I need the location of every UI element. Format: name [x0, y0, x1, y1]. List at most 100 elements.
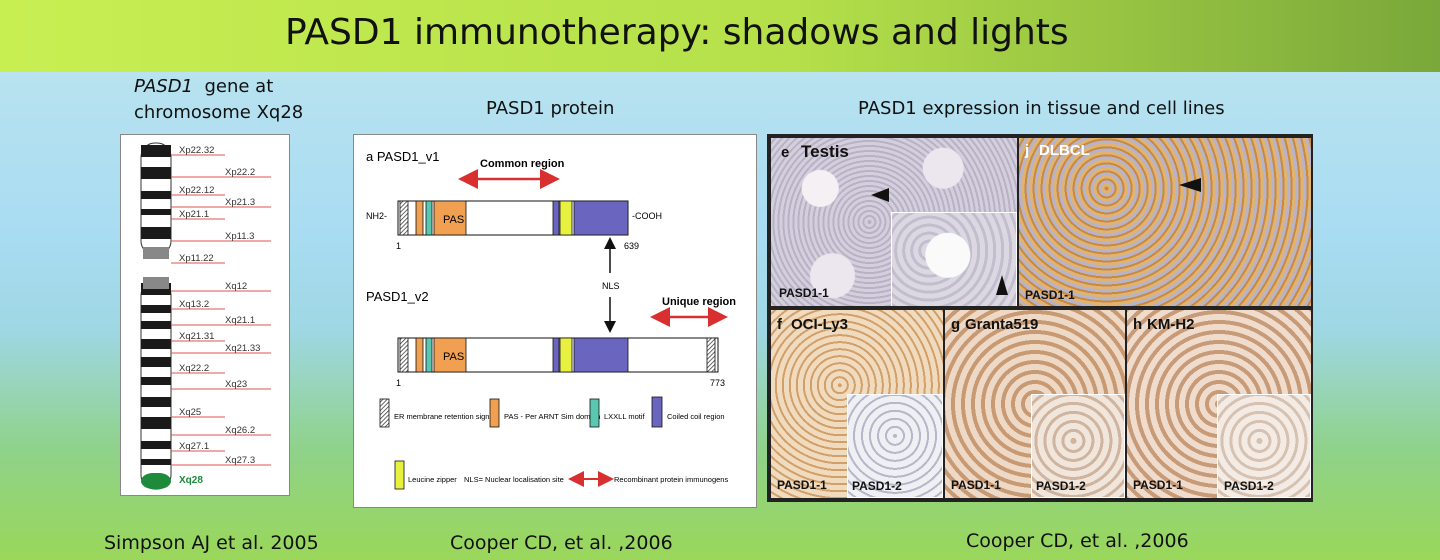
legend-pas: PAS - Per ARNT Sim domain — [504, 412, 600, 421]
v1-pas-label: PAS — [443, 214, 464, 226]
v1-er-signal — [399, 200, 409, 236]
legend-leucine: Leucine zipper — [408, 475, 457, 484]
tile-dlbcl-name: DLBCL — [1039, 142, 1090, 159]
band-label: Xq21.1 — [225, 315, 255, 326]
v2-pas-small — [415, 337, 424, 373]
caption-chromosome: PASD1 gene at chromosome Xq28 — [134, 74, 303, 126]
chromosome-dark-band — [141, 441, 171, 449]
chromosome-dark-band — [141, 321, 171, 329]
tile-granta519-inset: PASD1-2 — [1031, 394, 1125, 498]
chromosome-dark-band — [141, 305, 171, 313]
tile-granta519-name: Granta519 — [965, 316, 1039, 333]
legend-er-swatch — [379, 398, 390, 428]
band-label: Xq26.2 — [225, 425, 255, 436]
v1-coiled-coil — [573, 200, 629, 236]
tile-km-h2-inset: PASD1-2 — [1217, 394, 1311, 498]
chromosome-highlight-band — [141, 473, 171, 489]
v1-pas-domain — [433, 200, 467, 236]
band-label: Xq21.33 — [225, 343, 260, 354]
band-label: Xq12 — [225, 281, 247, 292]
v2-er-signal-start — [399, 337, 409, 373]
caption-chromosome-line2: chromosome Xq28 — [134, 102, 304, 123]
caption-gene-at: gene at — [204, 76, 274, 97]
tile-dlbcl-antibody: PASD1-1 — [1025, 288, 1075, 302]
reference-cooper-expression: Cooper CD, et al. ,2006 — [966, 530, 1189, 552]
v1-cooh-label: -COOH — [632, 211, 662, 221]
v2-end: 773 — [710, 378, 725, 388]
tile-oci-ly3-inset: PASD1-2 — [847, 394, 943, 498]
band-label: Xp22.12 — [179, 185, 214, 196]
tile-testis-letter: e — [781, 144, 790, 161]
v2-lxxll-motif — [425, 337, 433, 373]
chromosome-dark-band — [141, 191, 171, 199]
v1-coiled-small — [552, 200, 560, 236]
chromosome-dark-band — [141, 145, 171, 157]
reference-simpson: Simpson AJ et al. 2005 — [104, 532, 319, 554]
tile-testis-inset-arrowhead — [996, 275, 1008, 295]
protein-v2-label: PASD1_v2 — [366, 289, 429, 304]
protein-diagram: a PASD1_v1 Common region NH2- PAS -COOH … — [366, 149, 736, 490]
v1-leucine-zipper — [559, 200, 573, 236]
centromere-upper — [143, 247, 169, 259]
tile-testis-antibody: PASD1-1 — [779, 286, 829, 300]
tile-km-h2-letter: h — [1133, 316, 1143, 333]
band-label: Xp21.1 — [179, 209, 209, 220]
tile-km-h2-antibody: PASD1-1 — [1133, 478, 1183, 492]
tile-dlbcl: j DLBCL PASD1-1 — [1019, 138, 1311, 306]
v2-pas-label: PAS — [443, 351, 464, 363]
title-bar — [0, 0, 1440, 72]
chromosome-dark-band — [141, 397, 171, 407]
v1-lxxll-motif — [425, 200, 433, 236]
band-label: Xq21.31 — [179, 331, 214, 342]
v2-coiled-coil — [573, 337, 629, 373]
band-label: Xq27.3 — [225, 455, 255, 466]
legend-er: ER membrane retention signal — [394, 412, 496, 421]
band-label: Xp22.2 — [225, 167, 255, 178]
nls-label: NLS — [602, 281, 620, 291]
chromosome-dark-band — [141, 459, 171, 465]
band-label: Xq27.1 — [179, 441, 209, 452]
chromosome-dark-band — [141, 167, 171, 179]
tile-km-h2: h KM-H2 PASD1-1 PASD1-2 — [1127, 310, 1311, 498]
tile-oci-ly3-name: OCI-Ly3 — [791, 316, 848, 333]
v1-end: 639 — [624, 241, 639, 251]
tile-oci-ly3-letter: f — [777, 316, 782, 333]
caption-protein: PASD1 protein — [486, 98, 615, 119]
tile-granta519: g Granta519 PASD1-1 PASD1-2 — [945, 310, 1125, 498]
v1-pas-small — [415, 200, 424, 236]
v1-nh2-label: NH2- — [366, 211, 387, 221]
legend-recombinant: Recombinant protein immunogens — [614, 475, 728, 484]
expression-micrograph-panel: e Testis PASD1-1 j DLBCL PASD1-1 f OCI-L… — [767, 134, 1313, 502]
band-label: Xq28 — [179, 475, 203, 486]
slide-title: PASD1 immunotherapy: shadows and lights — [285, 12, 1069, 53]
chromosome-dark-band — [141, 339, 171, 349]
band-label: Xp11.22 — [179, 253, 214, 264]
v2-coiled-small — [552, 337, 560, 373]
chromosome-dark-band — [141, 357, 171, 367]
protein-diagram-panel: a PASD1_v1 Common region NH2- PAS -COOH … — [353, 134, 757, 508]
chromosome-dark-band — [141, 227, 171, 239]
protein-v1-label: a PASD1_v1 — [366, 149, 439, 164]
band-label: Xp21.3 — [225, 197, 255, 208]
legend-lxxll: LXXLL motif — [604, 412, 645, 421]
tile-oci-ly3-antibody: PASD1-1 — [777, 478, 827, 492]
legend-pas-swatch — [489, 398, 500, 428]
tile-testis-inset — [891, 212, 1017, 306]
tile-testis-arrow — [871, 188, 889, 202]
tile-dlbcl-arrow — [1179, 178, 1201, 192]
v2-leucine-zipper — [559, 337, 573, 373]
tile-km-h2-name: KM-H2 — [1147, 316, 1195, 333]
legend-leucine-swatch — [394, 460, 405, 490]
tile-granta519-antibody2: PASD1-2 — [1036, 479, 1086, 493]
v2-pas-domain — [433, 337, 467, 373]
tile-testis: e Testis PASD1-1 — [771, 138, 1017, 306]
tile-granta519-antibody: PASD1-1 — [951, 478, 1001, 492]
caption-gene-name: PASD1 — [134, 76, 194, 97]
caption-expression: PASD1 expression in tissue and cell line… — [858, 98, 1225, 119]
chromosome-ideogram: Xp22.32Xp22.2Xp22.12Xp21.3Xp21.1Xp11.3Xp… — [140, 142, 271, 490]
band-label: Xq25 — [179, 407, 201, 418]
unique-region-label: Unique region — [662, 296, 736, 308]
tile-granta519-letter: g — [951, 316, 961, 333]
legend-nls: NLS= Nuclear localisation site — [464, 475, 564, 484]
